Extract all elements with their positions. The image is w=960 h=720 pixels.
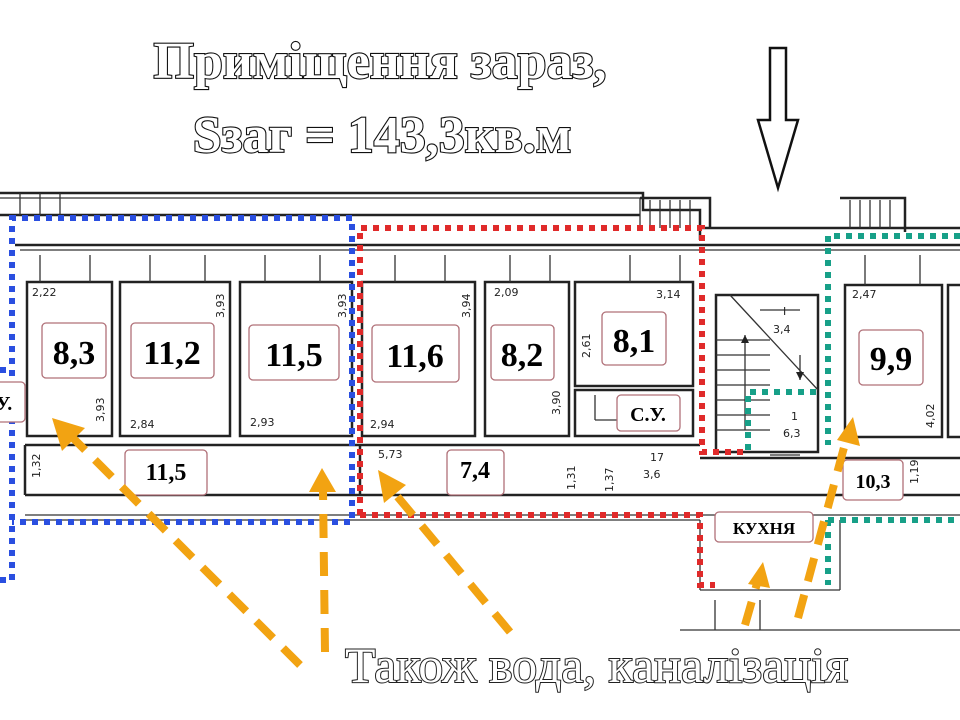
dim-label: 1,19 [908,460,921,485]
room-area-label: 11,6 [386,338,444,375]
room-area-label: 11,2 [143,335,201,372]
title-line-1: Приміщення зараз, [154,33,607,90]
dim-label: 1,31 [565,466,578,491]
dim-label: 2,22 [32,286,57,299]
footer-caption: Також вода, каналізація [345,637,848,693]
arrow-head-icon [52,418,85,451]
corridor-area-label: 11,5 [146,460,187,486]
title-line-2: Sзаг = 143,3кв.м [193,107,572,164]
wc-label: С.У. [630,404,666,426]
entrance-arrow-icon [756,46,800,193]
arrow-head-icon [837,417,860,446]
room-area-label: 11,5 [265,337,323,374]
kitchen-label: КУХНЯ [733,519,795,538]
corridor-area-label: 10,3 [856,471,891,493]
dim-label: 1,37 [603,468,616,493]
dim-label: 2,61 [580,334,593,359]
dim-label: 17 [650,451,664,464]
dim-label: 4,02 [924,404,937,429]
dim-label: 3,4 [773,323,791,336]
dim-label: 3,93 [94,398,107,423]
dim-label: 2,84 [130,418,155,431]
dim-label: 3,93 [214,294,227,319]
zone-red-outline [357,225,748,588]
room-area-label: 8,3 [53,335,96,372]
dim-label: 5,73 [378,448,403,461]
zone-green-outline [745,233,960,585]
utility-arrows [52,417,860,668]
dim-label: 2,47 [852,288,877,301]
dim-label: 3,6 [643,468,661,481]
dim-label: 2,09 [494,286,519,299]
arrow-head-icon [748,562,770,588]
dim-label: 1 [791,410,798,423]
corridor-area-label: 7,4 [460,458,490,484]
dimension-labels: 2,22 3,93 3,93 2,84 2,93 3,93 2,94 3,94 … [30,286,937,492]
dim-label: 3,90 [550,391,563,416]
area-tags: 8,3 11,2 11,5 11,6 8,2 8,1 9,9 11,5 7,4 … [0,311,924,543]
zone-blue-outline [0,215,355,583]
arrow-head-icon [378,470,406,503]
dim-label: 3,94 [460,294,473,319]
arrow-head-icon [309,468,336,492]
dim-label: 2,93 [250,416,275,429]
dim-label: 1,32 [30,454,43,479]
dim-label: 3,14 [656,288,681,301]
dim-label: 3,93 [336,294,349,319]
room-area-label: 9,9 [870,341,913,378]
dim-label: 2,94 [370,418,395,431]
dim-label: I [783,305,786,318]
room-area-label: 8,1 [613,323,656,360]
wc-left-label: У. [0,393,12,415]
room-area-label: 8,2 [501,337,544,374]
dim-label: 6,3 [783,427,801,440]
